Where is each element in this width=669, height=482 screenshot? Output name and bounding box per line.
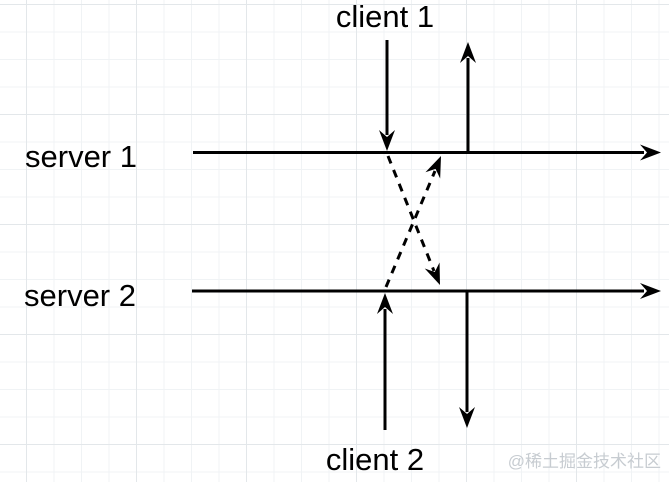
arrow-server2-to-client2 — [459, 292, 475, 428]
server1-timeline-arrowhead — [640, 144, 661, 161]
arrow-server1-to-client1-head — [460, 42, 476, 63]
server2-timeline-arrowhead — [640, 283, 661, 299]
arrow-server2-to-client2-head — [459, 407, 475, 428]
arrow-client1-to-server1 — [379, 40, 395, 151]
arrow-server2-to-server1-head — [425, 156, 441, 179]
arrow-server1-to-server2-head — [424, 262, 440, 285]
arrow-client2-to-server2 — [377, 293, 393, 430]
watermark-text: @稀土掘金技术社区 — [508, 452, 661, 471]
arrow-client2-to-server2-head — [377, 293, 393, 314]
arrow-server2-to-server1-line — [384, 170, 437, 288]
arrow-server2-to-server1 — [384, 156, 441, 288]
server2-timeline: server 2 — [24, 278, 661, 313]
server2-label: server 2 — [24, 278, 136, 313]
server1-timeline: server 1 — [25, 139, 661, 174]
arrow-server1-to-server2-line — [386, 155, 436, 272]
client1-label: client 1 — [336, 0, 434, 34]
arrow-server1-to-server2 — [386, 155, 440, 285]
arrow-server1-to-client1 — [460, 42, 476, 151]
server1-label: server 1 — [25, 139, 137, 174]
arrow-client1-to-server1-head — [379, 130, 395, 151]
client2-label: client 2 — [326, 442, 424, 477]
